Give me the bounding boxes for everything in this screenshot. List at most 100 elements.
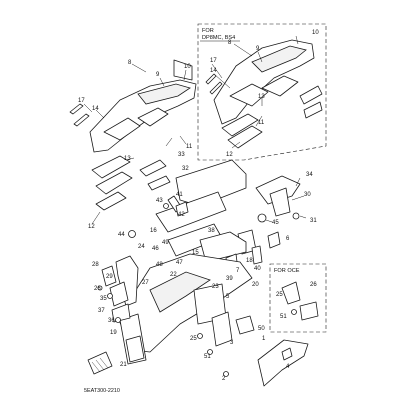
bracket-37 [111,303,131,323]
callout-22: 22 [170,272,177,278]
callout-17: 17 [78,98,85,104]
leader [213,73,231,89]
callout-20: 20 [252,282,259,288]
inset-dp8mc-bs4: FOR DP8MC, BS4 8 [197,23,327,161]
side-panel-inset-a [221,113,259,137]
callout-12: 12 [226,152,233,158]
leader [211,63,223,79]
side-panel-inset-c [299,85,323,105]
callout-5: 5 [226,294,230,300]
bracket-28 [101,265,117,287]
callout-labels: 1234567891011121314151617181920212223242… [78,60,317,382]
callout-18: 18 [246,258,253,264]
fender-panel [149,271,211,313]
callout-9: 9 [256,46,260,52]
cowl-cap-10 [173,59,193,81]
nut-45 [257,213,267,223]
callout-13: 13 [124,156,131,162]
callout-8: 8 [128,60,132,66]
callout-26: 26 [94,286,101,292]
callout-10: 10 [184,64,191,70]
callout-4: 4 [286,364,290,370]
leader [83,103,93,113]
fender-clip-4 [281,347,293,361]
rear-frame-stays [128,159,281,273]
callout-49: 49 [162,240,169,246]
leader [233,43,253,57]
front-fender-1 [257,339,309,387]
hatch [95,359,105,371]
leader [291,195,305,201]
leader [295,35,299,45]
callout-1: 1 [262,336,266,342]
callout-9: 9 [156,72,160,78]
leader [299,215,307,219]
bracket-30 [269,187,291,217]
callout-19: 19 [110,330,117,336]
callout-26-oce: 26 [310,282,317,288]
callout-31: 31 [310,218,317,224]
callout-24: 24 [138,244,145,250]
leader [257,51,263,63]
callout-13: 13 [258,94,265,100]
leader [231,141,241,149]
callout-45: 45 [272,220,279,226]
leader [265,219,273,223]
cowl-vent-main-2 [137,107,169,127]
bolt-44 [128,230,136,238]
side-panel-main-e [147,175,171,191]
callout-38: 38 [208,228,215,234]
rear-fender-assembly [87,253,309,387]
callout-32: 32 [182,166,189,172]
stay-middle [155,191,227,233]
side-panel-main-a [91,155,131,179]
reflector-bracket-oce [281,281,301,305]
callout-17: 17 [210,58,217,64]
callout-23: 23 [212,284,219,290]
bolt-43 [163,203,169,209]
callout-7: 7 [236,268,240,274]
callout-33: 33 [178,152,185,158]
callout-15: 15 [192,250,199,256]
callout-16: 16 [150,228,157,234]
side-panel-main-b [95,171,133,195]
callout-11: 11 [258,120,265,126]
inset-title-line1: FOR [202,28,214,34]
callout-51-oce: 51 [280,314,287,320]
callout-39: 39 [226,276,233,282]
callout-40: 40 [254,266,261,272]
drawing-code: 5EAT300-2210 [84,388,120,394]
callout-48: 48 [156,262,163,268]
callout-47: 47 [176,260,183,266]
bolt-35 [107,293,113,299]
right-bracket-assembly [237,175,307,255]
inset-oce: FOR OCE 26 25 51 [269,263,327,333]
callout-41: 41 [176,192,183,198]
bolt-25 [197,333,203,339]
callout-21: 21 [120,362,127,368]
stripe-decal-inset-2 [209,81,223,95]
callout-44: 44 [118,232,125,238]
callout-51: 51 [204,354,211,360]
leader [131,63,147,73]
flap-21 [125,335,145,363]
callout-46: 46 [152,246,159,252]
callout-42: 42 [178,212,185,218]
inset-title-line2: DP8MC, BS4 [202,35,235,41]
callout-34: 34 [306,172,313,178]
pad-50 [235,315,255,335]
inset-dashed-frame [197,23,327,161]
callout-8: 8 [228,40,232,46]
side-panel-main-c [95,191,127,211]
callout-50: 50 [258,326,265,332]
clip-42 [175,201,189,217]
callout-3: 3 [230,340,234,346]
callout-14: 14 [210,68,217,74]
bolt-51 [207,349,213,355]
callout-2: 2 [222,376,226,382]
callout-37: 37 [98,308,105,314]
damper-40 [251,245,263,265]
callout-43: 43 [156,198,163,204]
seat-pad-main [137,83,191,105]
bolt-2 [223,371,229,377]
